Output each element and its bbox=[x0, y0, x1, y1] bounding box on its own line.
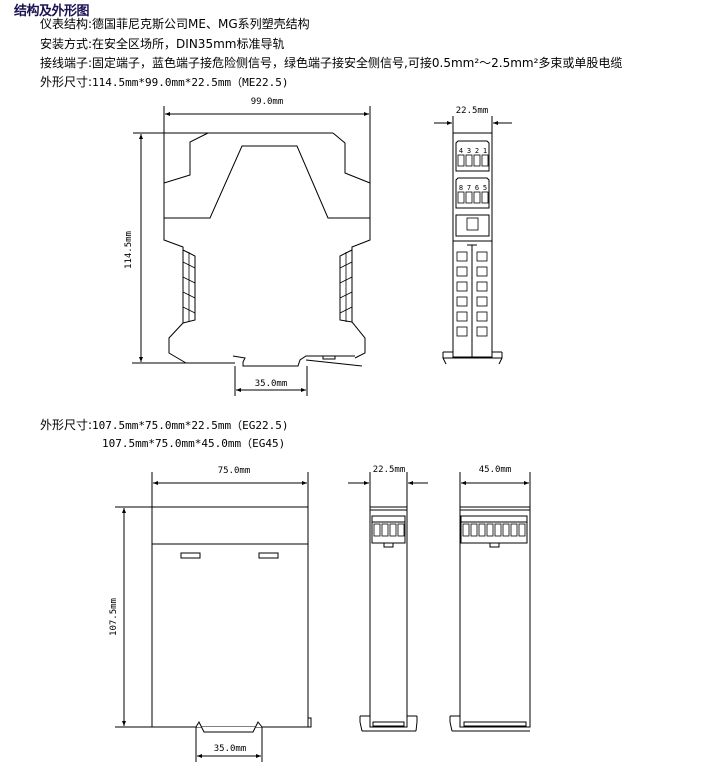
me-height-label: 114.5mm bbox=[124, 231, 134, 269]
spec-terminals: 接线端子:固定端子，蓝色端子接危险侧信号，绿色端子接安全侧信号,可接0.5mm²… bbox=[40, 56, 622, 70]
me-side-view bbox=[434, 116, 512, 365]
me-front-view bbox=[132, 106, 371, 396]
spec-label: 安装方式: bbox=[40, 37, 93, 51]
spec-label: 仪表结构: bbox=[40, 17, 93, 31]
spec-dimensions: 外形尺寸:114.5mm*99.0mm*22.5mm（ME22.5) bbox=[40, 75, 288, 90]
spec-value: 114.5mm*99.0mm*22.5mm（ME22.5) bbox=[92, 76, 289, 89]
eg22-width-label: 22.5mm bbox=[373, 465, 406, 475]
eg-height-label: 107.5mm bbox=[109, 598, 119, 636]
spec-structure: 仪表结构:德国菲尼克斯公司ME、MG系列塑壳结构 bbox=[40, 17, 310, 31]
terminal-number: 1 bbox=[483, 147, 487, 155]
spec-mounting: 安装方式:在安全区场所，DIN35mm标准导轨 bbox=[40, 37, 284, 51]
eg45-width-label: 45.0mm bbox=[479, 465, 512, 475]
me-width-label: 99.0mm bbox=[251, 97, 284, 107]
terminal-number: 3 bbox=[467, 147, 471, 155]
terminal-number: 6 bbox=[475, 184, 479, 192]
terminal-number: 8 bbox=[459, 184, 463, 192]
me-side-width-label: 22.5mm bbox=[456, 106, 489, 116]
spec-label: 接线端子: bbox=[40, 56, 93, 70]
terminal-number: 2 bbox=[475, 147, 479, 155]
spec-value: 107.5mm*75.0mm*22.5mm（EG22.5) bbox=[92, 419, 289, 432]
spec-dimensions-eg45: 107.5mm*75.0mm*45.0mm（EG45) bbox=[102, 437, 286, 450]
eg-rail-label: 35.0mm bbox=[214, 744, 247, 754]
spec-dimensions-eg: 外形尺寸:107.5mm*75.0mm*22.5mm（EG22.5) bbox=[40, 418, 288, 433]
spec-value: 固定端子，蓝色端子接危险侧信号，绿色端子接安全侧信号,可接0.5mm²～2.5m… bbox=[92, 56, 623, 70]
terminal-number: 4 bbox=[459, 147, 463, 155]
me-rail-label: 35.0mm bbox=[255, 379, 288, 389]
eg45-side-view bbox=[449, 472, 531, 732]
section-title: 结构及外形图 bbox=[14, 4, 90, 19]
spec-label: 外形尺寸: bbox=[40, 75, 93, 89]
spec-value: 德国菲尼克斯公司ME、MG系列塑壳结构 bbox=[92, 17, 310, 31]
terminal-number: 7 bbox=[467, 184, 471, 192]
eg-width-label: 75.0mm bbox=[218, 466, 251, 476]
spec-label: 外形尺寸: bbox=[40, 418, 93, 432]
eg-front-view bbox=[115, 472, 312, 762]
eg22-side-view bbox=[348, 472, 428, 732]
terminal-number: 5 bbox=[483, 184, 487, 192]
spec-value: 在安全区场所，DIN35mm标准导轨 bbox=[92, 37, 285, 51]
